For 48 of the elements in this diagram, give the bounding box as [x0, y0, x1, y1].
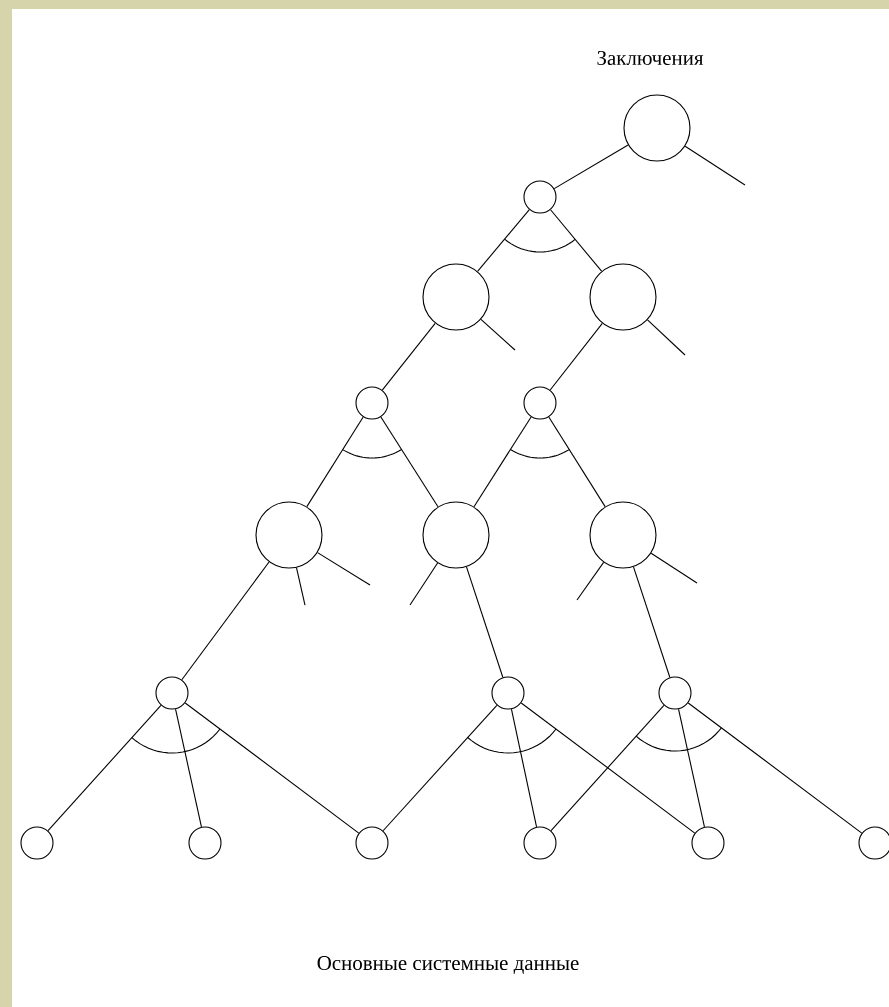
- connector-line: [181, 561, 270, 681]
- connector-line: [510, 708, 538, 828]
- circle: [188, 826, 222, 860]
- connector-line: [550, 704, 665, 832]
- circle: [623, 94, 691, 162]
- circle: [422, 263, 490, 331]
- circle: [691, 826, 725, 860]
- label-text: Основные системные данные: [317, 956, 579, 974]
- connector-line: [687, 702, 863, 834]
- connector-line: [632, 566, 671, 678]
- connector-line: [473, 416, 532, 508]
- branch-line: [480, 318, 516, 351]
- connector-line: [382, 704, 498, 832]
- connector-line: [477, 209, 530, 272]
- circle: [523, 386, 557, 420]
- branch-line: [650, 552, 698, 584]
- connector-line: [550, 209, 603, 272]
- connector-line: [175, 708, 202, 828]
- circle: [155, 676, 189, 710]
- branch-line: [576, 561, 605, 601]
- connector-line: [553, 144, 629, 190]
- circle: [355, 826, 389, 860]
- circle: [523, 180, 557, 214]
- circle: [20, 826, 54, 860]
- circle: [422, 501, 490, 569]
- circle: [589, 501, 657, 569]
- connector-line: [184, 702, 360, 834]
- connector-line: [678, 708, 705, 828]
- branch-line: [295, 567, 306, 606]
- connector-line: [520, 702, 696, 834]
- connector-line: [549, 322, 603, 391]
- circle: [658, 676, 692, 710]
- circle: [589, 263, 657, 331]
- branch-line: [317, 552, 371, 586]
- circle: [255, 501, 323, 569]
- connector-line: [548, 416, 606, 508]
- circle: [355, 386, 389, 420]
- connector-line: [381, 322, 436, 391]
- circle: [523, 826, 557, 860]
- label-text: Заключения: [597, 51, 704, 66]
- connector-line: [465, 566, 504, 678]
- branch-line: [646, 319, 686, 356]
- branch-line: [684, 145, 746, 186]
- connector-line: [380, 416, 439, 508]
- connector-line: [47, 704, 162, 832]
- branch-line: [409, 562, 439, 606]
- connector-line: [306, 416, 364, 508]
- circle: [491, 676, 525, 710]
